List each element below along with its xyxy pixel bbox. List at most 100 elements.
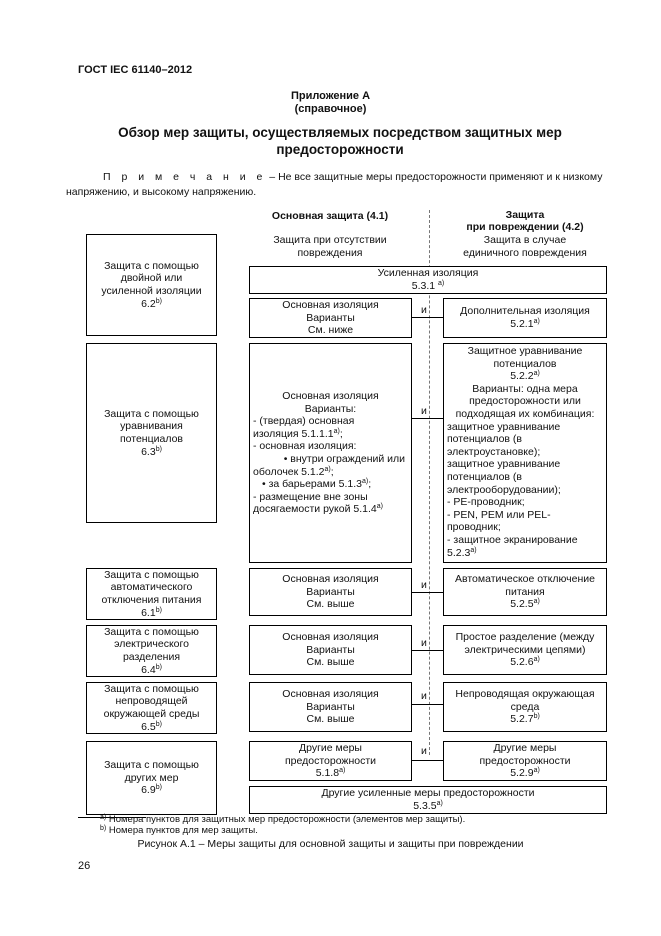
box-line: досягаемости рукой 5.1.4a)	[253, 503, 383, 516]
reinforced-insulation-box: Усиленная изоляция 5.3.1 a)	[249, 266, 607, 294]
box-line: Основная изоляция	[282, 688, 379, 701]
connector-line	[412, 760, 443, 761]
basic-insulation-box-1: Основная изоляция Варианты См. ниже	[249, 298, 412, 338]
box-line: Варианты	[306, 700, 355, 713]
clause-ref: 6.5b)	[141, 720, 162, 733]
non-conducting-environment-box: Непроводящая окружающая среда 5.2.7b)	[443, 682, 607, 732]
box-label: Другие усиленные меры предосторожности	[321, 787, 535, 800]
fault-protection-sub-2: единичного повреждения	[463, 247, 587, 259]
note-text-1: – Не все защитные меры предосторожности …	[266, 171, 603, 183]
box-line: - PE-проводник;	[447, 496, 525, 509]
title-line-1: Обзор мер защиты, осуществляемых посредс…	[118, 125, 562, 140]
connector-line	[412, 650, 443, 651]
box-line: оболочек 5.1.2a);	[253, 465, 334, 478]
and-label: и	[421, 579, 427, 591]
footnote-rule	[78, 817, 146, 818]
measure-automatic-disconnection: Защита с помощью автоматического отключе…	[86, 568, 217, 620]
box-line: потенциалов (в	[447, 470, 522, 483]
box-line: • за барьерами 5.1.3a);	[262, 478, 372, 491]
clause-ref: 5.2.1a)	[510, 318, 540, 330]
box-line: предосторожности или	[469, 395, 581, 408]
note: П р и м е ч а н и е – Не все защитные ме…	[66, 170, 614, 200]
label-line: непроводящей	[115, 695, 188, 708]
label-line: электрического	[114, 638, 189, 651]
box-line: Простое разделение (между	[455, 631, 595, 644]
label-line: автоматического	[110, 581, 193, 594]
box-label: Усиленная изоляция	[377, 267, 479, 280]
label-line: усиленной изоляции	[101, 285, 202, 297]
clause-ref: 6.2b)	[141, 297, 162, 310]
clause-ref: 5.2.6a)	[510, 656, 540, 669]
clause-ref: 5.3.1 a)	[411, 280, 445, 292]
basic-insulation-box-2: Основная изоляция Варианты: - (твердая) …	[249, 343, 412, 563]
note-label: П р и м е ч а н и е	[103, 171, 267, 183]
basic-insulation-box-4: Основная изоляция Варианты См. выше	[249, 625, 412, 675]
note-text-2: напряжению, и высокому напряжению.	[66, 186, 257, 198]
and-label: и	[421, 745, 427, 757]
label-line: двойной или	[120, 272, 183, 285]
box-line: Основная изоляция	[282, 631, 379, 644]
other-reinforced-measures-box: Другие усиленные меры предосторожности 5…	[249, 786, 607, 814]
box-line: Варианты	[306, 585, 355, 598]
box-line: - основная изоляция:	[253, 440, 357, 453]
fault-protection-header-2: при повреждении (4.2)	[466, 221, 584, 233]
title-line-2: предосторожности	[276, 142, 404, 157]
box-line: проводник;	[447, 521, 501, 534]
box-line: Основная изоляция	[282, 390, 379, 403]
basic-protection-header: Основная защита (4.1)	[271, 210, 389, 222]
and-label: и	[421, 405, 427, 417]
equipotential-bonding-box: Защитное уравнивание потенциалов 5.2.2a)…	[443, 343, 607, 563]
label-line: уравнивания	[120, 420, 183, 433]
label-line: других мер	[124, 771, 179, 784]
clause-ref: 5.2.9a)	[510, 767, 540, 780]
connector-line	[412, 418, 443, 419]
box-line: Основная изоляция	[282, 299, 379, 312]
box-line: Варианты:	[304, 402, 357, 415]
supplementary-insulation-box: Дополнительная изоляция 5.2.1a)	[443, 298, 607, 338]
clause-ref: 5.3.5a)	[413, 800, 443, 812]
basic-insulation-box-3: Основная изоляция Варианты См. выше	[249, 568, 412, 616]
footnote-b: b) Номера пунктов для мер защиты.	[100, 825, 258, 836]
box-line: Другие меры	[299, 742, 362, 755]
label-line: потенциалов	[119, 433, 183, 445]
box-line: защитное уравнивание	[447, 458, 561, 471]
box-line: защитное уравнивание	[447, 420, 561, 433]
measure-double-insulation: Защита с помощью двойной или усиленной и…	[86, 234, 217, 336]
label-line: Защита с помощью	[104, 625, 199, 638]
figure-caption: Рисунок А.1 – Меры защиты для основной з…	[137, 838, 524, 850]
box-line: - размещение вне зоны	[253, 490, 368, 503]
label-line: Защита с помощью	[104, 568, 199, 581]
and-label: и	[421, 690, 427, 702]
box-line: предосторожности	[284, 754, 377, 767]
box-line: среда	[510, 700, 540, 713]
box-line: Варианты: одна мера	[472, 382, 578, 395]
box-line: электроустановке);	[447, 445, 541, 458]
box-line: • внутри ограждений или	[283, 453, 405, 465]
other-fault-measures-box: Другие меры предосторожности 5.2.9a)	[443, 741, 607, 781]
measure-electrical-separation: Защита с помощью электрического разделен…	[86, 625, 217, 677]
clause-ref: 6.3b)	[141, 445, 162, 458]
label-line: Защита с помощью	[104, 259, 199, 272]
box-line: Основная изоляция	[282, 573, 379, 586]
box-line: Варианты	[306, 311, 355, 324]
box-line: См. выше	[306, 713, 355, 726]
box-line: См. выше	[306, 598, 355, 611]
box-line: Автоматическое отключение	[455, 573, 595, 586]
box-line: Непроводящая окружающая	[455, 688, 595, 701]
annex-title: Приложение А	[290, 90, 371, 102]
label-line: Защита с помощью	[104, 407, 199, 420]
measure-non-conducting-environment: Защита с помощью непроводящей окружающей…	[86, 682, 217, 734]
box-line: - (твердая) основная	[253, 415, 355, 428]
page-title: Обзор мер защиты, осуществляемых посредс…	[90, 124, 590, 158]
column-divider	[429, 210, 430, 755]
label-line: отключения питания	[101, 594, 202, 606]
measure-other: Защита с помощью других мер 6.9b)	[86, 741, 217, 815]
annex-subtitle: (справочное)	[294, 103, 367, 115]
measure-equipotential: Защита с помощью уравнивания потенциалов…	[86, 343, 217, 523]
box-label: Дополнительная изоляция	[460, 305, 590, 318]
basic-protection-sub-1: Защита при отсутствии	[273, 234, 387, 246]
label-line: разделения	[122, 651, 181, 663]
clause-ref: 5.2.2a)	[510, 370, 540, 383]
box-line: Другие меры	[493, 742, 557, 755]
and-label: и	[421, 637, 427, 649]
